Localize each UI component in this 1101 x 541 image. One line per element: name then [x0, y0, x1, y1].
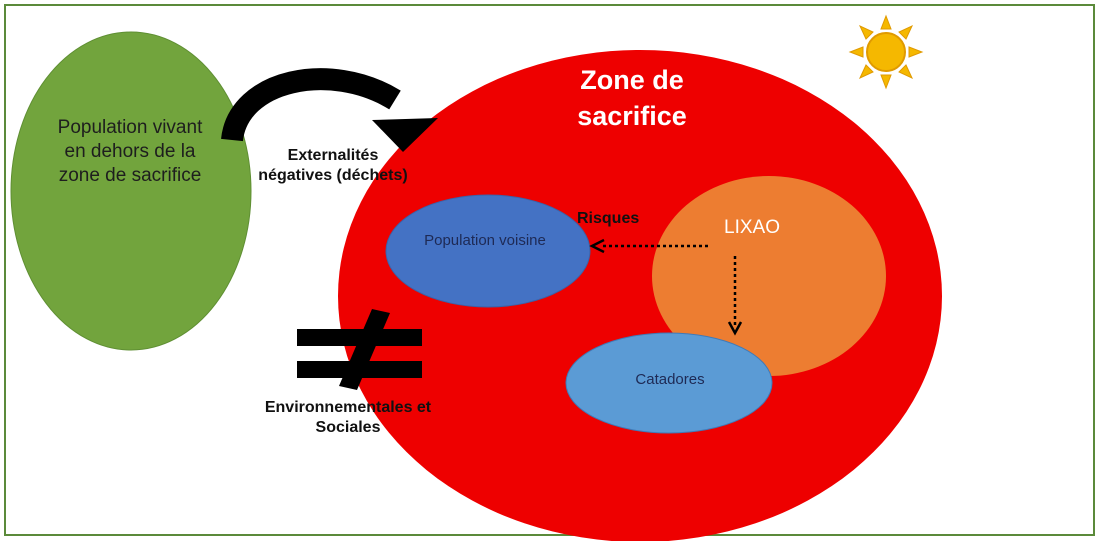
not-equal-icon — [297, 309, 422, 390]
lixao-catadores-arrow — [727, 256, 743, 336]
risk-arrow — [589, 238, 708, 254]
externalities-label: Externalités négatives (déchets) — [258, 147, 408, 184]
sacrifice-zone-ellipse — [338, 50, 942, 541]
sun-icon — [848, 14, 924, 90]
inequalities-label: Environnementales et Sociales — [264, 399, 432, 436]
neighbor-population-label: Population voisine — [424, 232, 546, 249]
lixao-circle — [652, 176, 886, 376]
curved-arrow-icon — [221, 68, 438, 152]
outside-population-ellipse — [10, 31, 252, 351]
outside-population-label: Population vivant en dehors de la zone d… — [57, 117, 203, 186]
catadores-ellipse — [565, 332, 773, 434]
neighbor-population-ellipse — [385, 194, 591, 308]
lixao-label: LIXAO — [724, 217, 780, 238]
catadores-label: Catadores — [635, 371, 705, 388]
risks-label: Risques — [577, 210, 640, 227]
sacrifice-zone-title: Zone de sacrifice — [577, 65, 687, 132]
